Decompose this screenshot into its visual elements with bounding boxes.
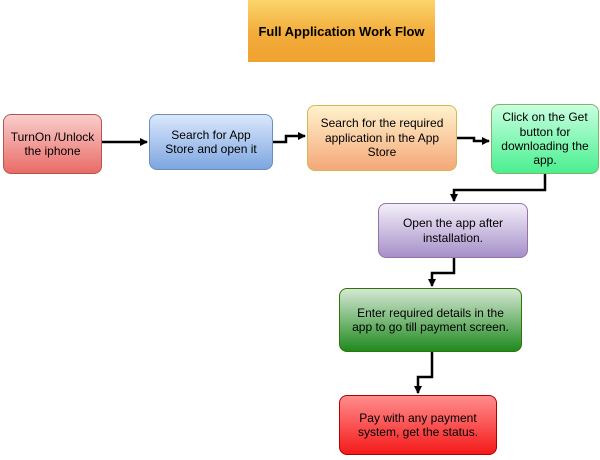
arrow-step4-to-step5 (450, 174, 547, 202)
step-search-app-store: Search for App Store and open it (149, 114, 273, 170)
arrow-step5-to-step6 (428, 258, 456, 287)
step-open-app: Open the app after installation. (378, 203, 528, 258)
diagram-title: Full Application Work Flow (248, 0, 435, 62)
arrow-step3-to-step4 (457, 136, 490, 145)
step-turn-on-unlock: TurnOn /Unlock the iphone (3, 114, 102, 174)
arrow-step2-to-step3 (273, 132, 306, 144)
step-search-application: Search for the required application in t… (307, 105, 457, 171)
step-pay: Pay with any payment system, get the sta… (339, 395, 497, 455)
step-click-get-button: Click on the Get button for downloading … (491, 104, 599, 174)
arrow-step6-to-step7 (414, 352, 434, 394)
step-enter-details: Enter required details in the app to go … (339, 288, 522, 352)
